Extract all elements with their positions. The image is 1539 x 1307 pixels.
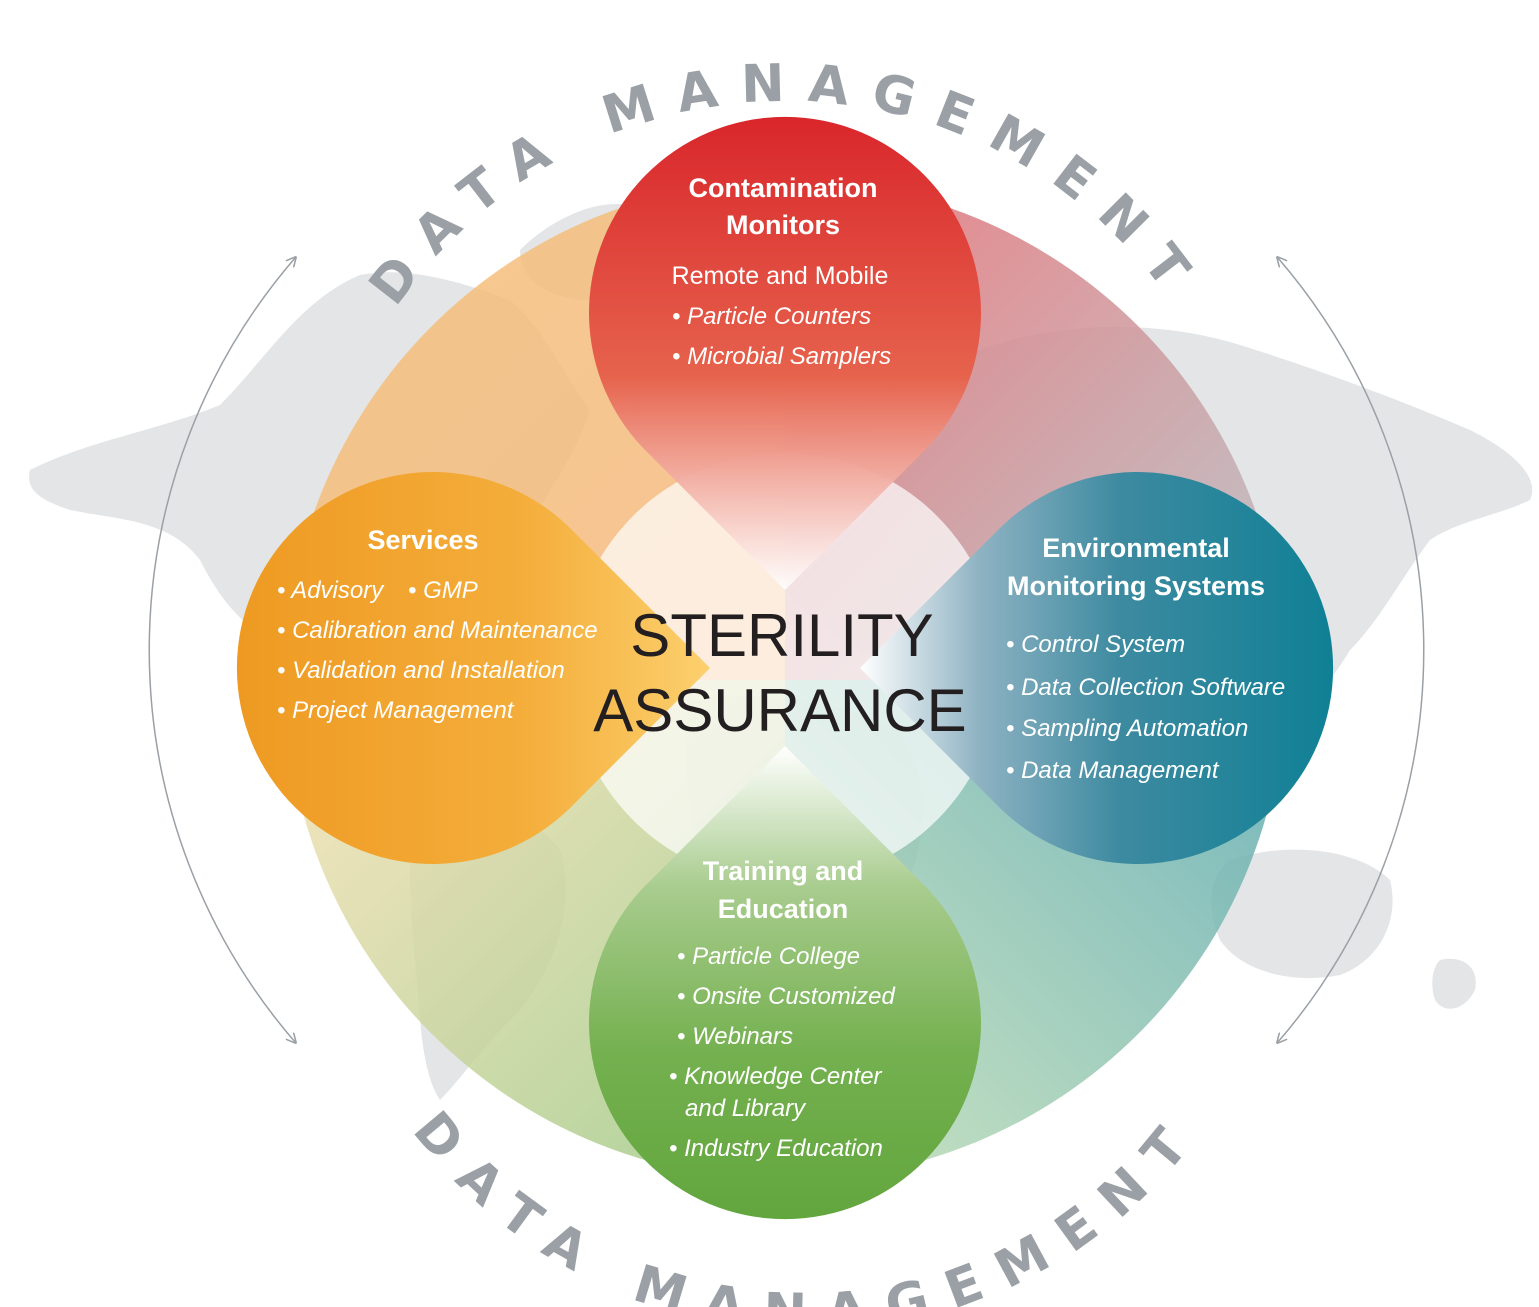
environmental-monitoring-item: • Data Collection Software — [1006, 674, 1285, 701]
services-item: • GMP — [408, 577, 478, 604]
contamination-monitors-title-line-1: Contamination — [689, 173, 878, 203]
services-item: • Calibration and Maintenance — [277, 617, 598, 644]
training-education-item: • Particle College — [677, 943, 860, 970]
training-education-content: Training and Education • Particle Colleg… — [669, 856, 895, 1162]
training-education-item: and Library — [685, 1095, 807, 1122]
environmental-monitoring-title-line-2: Monitoring Systems — [1007, 571, 1265, 601]
contamination-monitors-content: Contamination Monitors Remote and Mobile… — [672, 173, 892, 370]
petal-left-services — [236, 471, 710, 864]
training-education-item: • Industry Education — [669, 1135, 883, 1162]
center-title-line-1: STERILITY — [630, 602, 933, 669]
services-item: • Validation and Installation — [277, 657, 565, 684]
right-cycle-arrow — [1278, 258, 1425, 1042]
services-title: Services — [367, 525, 478, 555]
contamination-monitors-item: • Microbial Samplers — [672, 343, 891, 370]
map-australia — [1211, 849, 1393, 979]
map-new-zealand — [1432, 958, 1476, 1009]
contamination-monitors-subtitle: Remote and Mobile — [672, 262, 889, 290]
training-education-title-line-1: Training and — [703, 856, 864, 886]
contamination-monitors-title-line-2: Monitors — [726, 210, 840, 240]
center-title-line-2: ASSURANCE — [593, 677, 966, 744]
training-education-item: • Webinars — [677, 1023, 793, 1050]
left-cycle-arrow — [148, 258, 295, 1042]
services-content: Services • Advisory • GMP • Calibration … — [277, 525, 598, 724]
training-education-title-line-2: Education — [718, 894, 849, 924]
environmental-monitoring-item: • Data Management — [1006, 757, 1220, 784]
petal-bottom-training-education — [588, 746, 981, 1220]
training-education-item: • Onsite Customized — [677, 983, 895, 1010]
services-item: • Advisory — [277, 577, 385, 604]
petal-right-environmental-monitoring — [860, 471, 1334, 864]
environmental-monitoring-content: Environmental Monitoring Systems • Contr… — [1006, 533, 1285, 784]
training-education-item: • Knowledge Center — [669, 1063, 883, 1090]
petal-top-contamination-monitors — [588, 116, 981, 591]
environmental-monitoring-item: • Sampling Automation — [1006, 715, 1248, 742]
services-item: • Project Management — [277, 697, 515, 724]
environmental-monitoring-item: • Control System — [1006, 631, 1185, 658]
environmental-monitoring-title-line-1: Environmental — [1042, 533, 1230, 563]
contamination-monitors-item: • Particle Counters — [672, 303, 871, 330]
center-hole — [570, 453, 1000, 883]
